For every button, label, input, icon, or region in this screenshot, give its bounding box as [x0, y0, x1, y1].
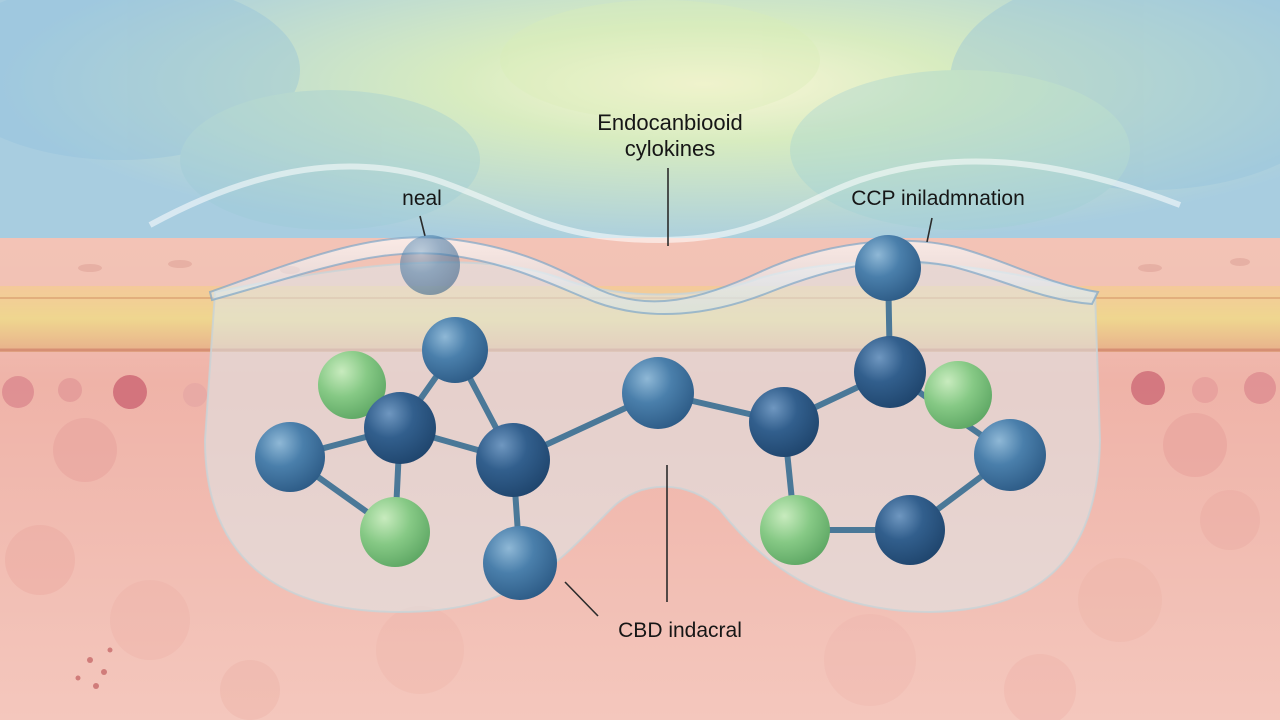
atom-blue	[255, 422, 325, 492]
atom-green	[760, 495, 830, 565]
atom-surface	[400, 235, 460, 295]
label-ccp-inflammation: CCP iniladmnation	[851, 187, 1025, 210]
pointer-bottom-atom	[564, 581, 599, 617]
pointer-left	[419, 215, 426, 237]
molecule-atoms	[255, 235, 1046, 600]
atom-dark-blue	[875, 495, 945, 565]
label-line: Endocanbiooid	[597, 110, 743, 135]
label-cbd: CBD indacral	[618, 619, 742, 642]
atom-blue	[422, 317, 488, 383]
atom-blue	[483, 526, 557, 600]
atom-dark-blue	[854, 336, 926, 408]
atom-dark-blue	[476, 423, 550, 497]
skin-top-layer	[0, 238, 1280, 286]
label-neal: neal	[402, 187, 442, 210]
atom-dark-blue	[364, 392, 436, 464]
skin-cells	[2, 371, 1276, 720]
pointer-lines	[419, 168, 933, 617]
atom-blue	[974, 419, 1046, 491]
atom-green	[318, 351, 386, 419]
atom-dark-blue	[749, 387, 819, 457]
pointer-right	[926, 217, 933, 243]
atom-green	[924, 361, 992, 429]
upper-wave	[148, 158, 1182, 244]
atom-blue	[855, 235, 921, 301]
sky-washes	[0, 0, 1280, 230]
label-endocannabinoid-cytokines: Endocanbiooid cylokines	[540, 110, 800, 162]
atom-blue	[622, 357, 694, 429]
label-line: cylokines	[624, 136, 716, 161]
atom-green	[360, 497, 430, 567]
